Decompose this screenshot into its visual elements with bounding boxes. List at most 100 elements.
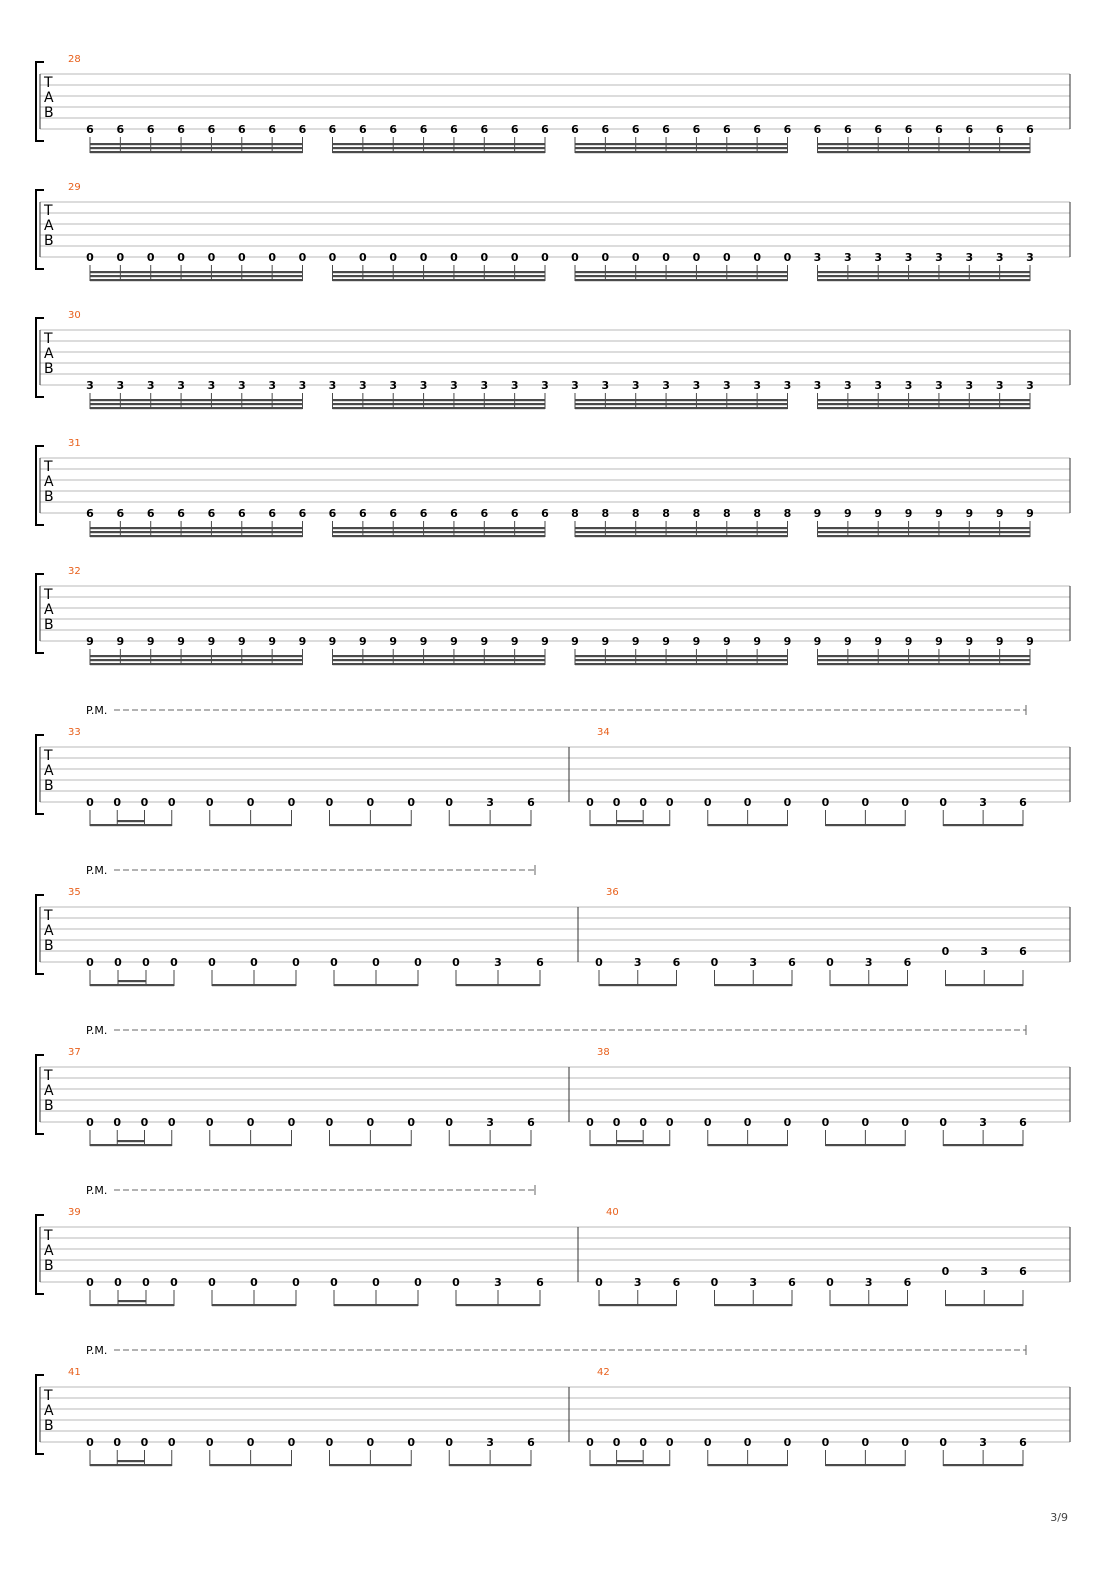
note-beam — [90, 1304, 174, 1307]
fret-number: 3 — [874, 379, 882, 392]
tab-clef-letter: T — [43, 331, 53, 347]
inner-beam — [616, 820, 644, 823]
note-beam — [332, 151, 545, 154]
note-beam — [817, 407, 1030, 410]
note-beam — [332, 403, 545, 406]
note-beam — [575, 527, 788, 530]
fret-number: 0 — [711, 956, 719, 969]
note-beam — [817, 531, 1030, 534]
note-beam — [817, 535, 1030, 538]
fret-number: 3 — [979, 1116, 987, 1129]
measure-number: 39 — [68, 1207, 81, 1218]
fret-number: 6 — [844, 123, 852, 136]
note-beam — [90, 279, 303, 282]
fret-number: 0 — [247, 1436, 255, 1449]
fret-number: 3 — [844, 251, 852, 264]
fret-number: 3 — [420, 379, 428, 392]
note-beam — [449, 1144, 531, 1147]
fret-number: 3 — [1026, 379, 1034, 392]
note-beam — [590, 1144, 670, 1147]
inner-beam — [118, 980, 146, 983]
note-beam — [590, 1464, 670, 1467]
fret-number: 0 — [595, 1276, 603, 1289]
fret-number: 0 — [511, 251, 519, 264]
fret-number: 0 — [666, 796, 674, 809]
fret-number: 6 — [268, 123, 276, 136]
inner-beam — [616, 1460, 644, 1463]
note-beam — [575, 279, 788, 282]
fret-number: 0 — [452, 956, 460, 969]
fret-number: 3 — [723, 379, 731, 392]
fret-number: 6 — [117, 507, 125, 520]
fret-number: 3 — [117, 379, 125, 392]
note-beam — [212, 984, 296, 987]
fret-number: 9 — [299, 635, 307, 648]
note-beam — [90, 535, 303, 538]
fret-number: 0 — [208, 1276, 216, 1289]
fret-number: 6 — [208, 123, 216, 136]
fret-number: 0 — [326, 796, 334, 809]
fret-number: 6 — [602, 123, 610, 136]
fret-number: 9 — [450, 635, 458, 648]
note-beam — [817, 663, 1030, 666]
fret-number: 0 — [901, 796, 909, 809]
fret-number: 6 — [511, 507, 519, 520]
fret-number: 0 — [268, 251, 276, 264]
fret-number: 0 — [586, 796, 594, 809]
fret-number: 0 — [613, 1436, 621, 1449]
tab-clef-letter: A — [44, 346, 54, 362]
fret-number: 6 — [673, 1276, 681, 1289]
fret-number: 6 — [86, 507, 94, 520]
fret-number: 6 — [238, 123, 246, 136]
note-beam — [714, 984, 792, 987]
fret-number: 0 — [784, 1436, 792, 1449]
fret-number: 0 — [939, 1436, 947, 1449]
note-beam — [817, 659, 1030, 662]
palm-mute-label: P.M. — [86, 864, 107, 877]
note-beam — [90, 275, 303, 278]
fret-number: 0 — [480, 251, 488, 264]
fret-number: 3 — [486, 1436, 494, 1449]
fret-number: 3 — [486, 796, 494, 809]
fret-number: 0 — [206, 796, 214, 809]
fret-number: 0 — [407, 1116, 415, 1129]
fret-number: 0 — [613, 796, 621, 809]
fret-number: 6 — [788, 1276, 796, 1289]
fret-number: 6 — [1019, 1436, 1027, 1449]
note-beam — [90, 151, 303, 154]
tab-clef-letter: A — [44, 474, 54, 490]
fret-number: 0 — [571, 251, 579, 264]
fret-number: 6 — [177, 123, 185, 136]
fret-number: 0 — [784, 251, 792, 264]
fret-number: 9 — [329, 635, 337, 648]
note-beam — [943, 824, 1023, 827]
fret-number: 0 — [168, 796, 176, 809]
tab-clef-letter: T — [43, 1388, 53, 1404]
fret-number: 3 — [86, 379, 94, 392]
measure-number: 31 — [68, 438, 81, 449]
fret-number: 9 — [996, 635, 1004, 648]
note-beam — [329, 1144, 412, 1147]
fret-number: 9 — [147, 635, 155, 648]
fret-number: 9 — [874, 507, 882, 520]
fret-number: 9 — [814, 507, 822, 520]
fret-number: 6 — [541, 123, 549, 136]
fret-number: 0 — [250, 956, 258, 969]
note-beam — [830, 984, 908, 987]
note-beam — [825, 824, 906, 827]
fret-number: 0 — [711, 1276, 719, 1289]
fret-number: 0 — [177, 251, 185, 264]
system-bracket — [35, 1214, 44, 1295]
fret-number: 9 — [359, 635, 367, 648]
note-beam — [575, 399, 788, 402]
fret-number: 8 — [723, 507, 731, 520]
fret-number: 0 — [744, 1116, 752, 1129]
fret-number: 3 — [486, 1116, 494, 1129]
measure-number: 30 — [68, 310, 81, 321]
fret-number: 3 — [634, 1276, 642, 1289]
fret-number: 6 — [1019, 1116, 1027, 1129]
note-beam — [90, 655, 303, 658]
fret-number: 6 — [480, 507, 488, 520]
fret-number: 0 — [141, 796, 149, 809]
